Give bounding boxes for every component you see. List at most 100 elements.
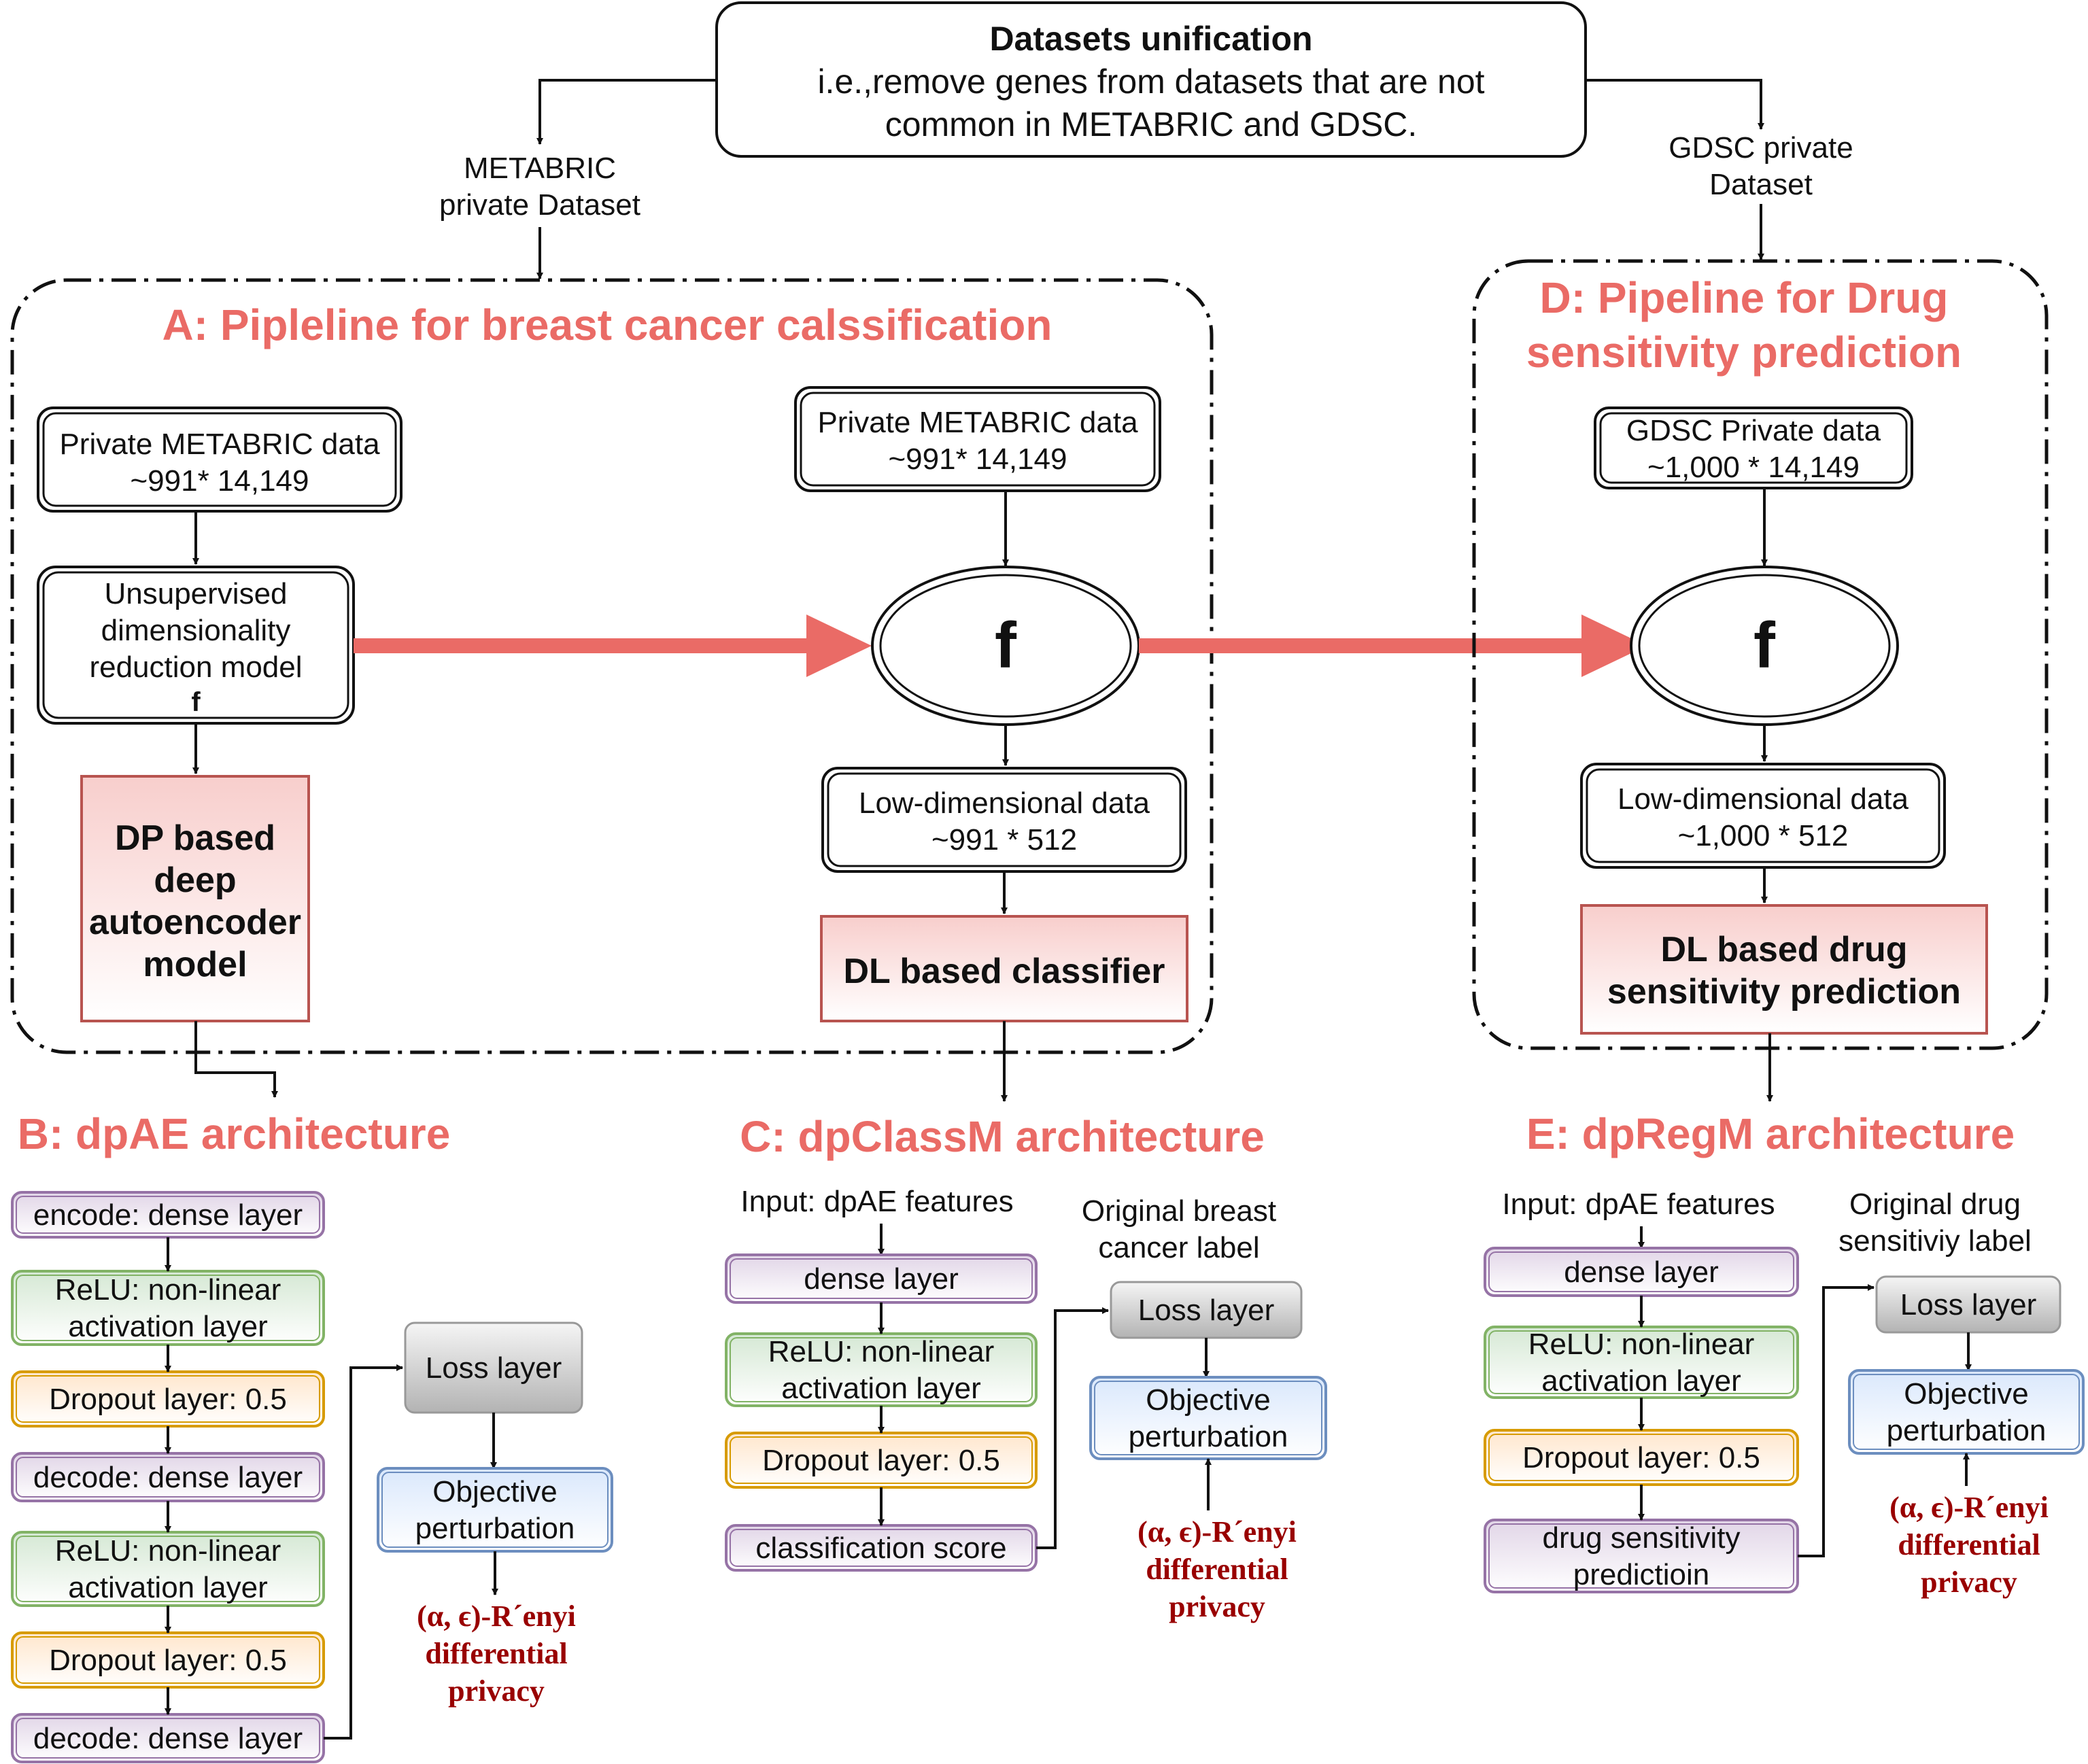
red-arrowhead-1 (806, 615, 872, 677)
unsupervised-model-inner (42, 571, 349, 719)
gdsc-private-data-inner (1599, 412, 1908, 484)
dl-drug-sensitivity-box (1580, 904, 1988, 1035)
gdsc-dataset-label-1: GDSC private (1668, 131, 1853, 165)
panel-c-title: C: dpClassM architecture (740, 1112, 1265, 1161)
gdsc-data-line1: GDSC Private data (1626, 414, 1881, 447)
layer-inner-1 (1488, 1330, 1794, 1394)
dpregm-label-1: Original drug (1849, 1188, 2021, 1221)
low-dim-data-d-inner (1586, 768, 1940, 863)
low-dim-d-line2: ~1,000 * 512 (1678, 819, 1849, 852)
objective-label-2: perturbation (1129, 1420, 1288, 1453)
dp-line4: model (143, 945, 247, 984)
layer-inner-3 (730, 1529, 1033, 1567)
private-metabric-data-left (37, 407, 403, 513)
loss-layer-label: Loss layer (1138, 1294, 1275, 1327)
private-metabric-right-line1: Private METABRIC data (817, 406, 1138, 439)
dpclassm-architecture: Input: dpAE features Original breastcance… (725, 1185, 1327, 1623)
layer-inner-3 (16, 1457, 320, 1498)
f-function-ellipse-d-inner (1638, 574, 1891, 718)
layer-label-1-0: ReLU: non-linear (1528, 1328, 1755, 1361)
panel-a-title: A: Pipleline for breast cancer calssific… (162, 300, 1052, 349)
private-metabric-data-right (794, 386, 1161, 492)
privacy-label-2: differential (1146, 1553, 1288, 1586)
dataset-unification-line1: i.e.,remove genes from datasets that are… (817, 63, 1484, 101)
layer-label-0-0: dense layer (1564, 1256, 1718, 1289)
layer-label-5-0: Dropout layer: 0.5 (49, 1644, 287, 1677)
objective-label-1: Objective (1146, 1383, 1270, 1417)
low-dim-a-line1: Low-dimensional data (859, 786, 1150, 820)
dpclassm-label-1: Original breast (1082, 1194, 1276, 1228)
layer-label-1-1: activation layer (1541, 1364, 1741, 1398)
layer-inner-5 (16, 1636, 320, 1684)
layer-label-0-0: encode: dense layer (33, 1198, 303, 1232)
layer-label-1-1: activation layer (68, 1310, 267, 1343)
privacy-label-1: (α, ϵ)-R´enyi (1889, 1491, 2049, 1524)
dpregm-input-label: Input: dpAE features (1502, 1188, 1775, 1221)
layer-inner-0 (730, 1258, 1033, 1299)
dpclassm-input-label: Input: dpAE features (740, 1185, 1013, 1218)
privacy-label-3: privacy (448, 1674, 545, 1708)
drug-line1: DL based drug (1660, 930, 1907, 969)
red-arrowhead-2 (1581, 615, 1647, 677)
arrow-decoder-to-loss (324, 1364, 403, 1740)
layer-inner-6 (16, 1718, 320, 1759)
privacy-label-1: (α, ϵ)-R´enyi (1137, 1515, 1297, 1549)
dp-line1: DP based (115, 818, 275, 858)
panel-d-frame (1472, 259, 2049, 1050)
objective-label-2: perturbation (415, 1512, 575, 1545)
f-function-ellipse-a-inner (879, 574, 1132, 718)
layer-inner-2 (16, 1375, 320, 1423)
dpregm-label-2: sensitiviy label (1838, 1224, 2032, 1258)
objective-label-1: Objective (1904, 1377, 2028, 1411)
privacy-label-3: privacy (1169, 1590, 1265, 1623)
arrow-unification-to-metabric-label (536, 79, 717, 145)
dl-classifier-box (820, 915, 1188, 1022)
layer-label-2-0: Dropout layer: 0.5 (1522, 1441, 1760, 1474)
loss-layer-label: Loss layer (1900, 1288, 2037, 1321)
layer-inner-2 (1488, 1434, 1794, 1481)
dp-autoencoder-box (80, 775, 310, 1022)
drug-line2: sensitivity prediction (1607, 972, 1961, 1011)
layer-label-3-0: decode: dense layer (33, 1461, 303, 1494)
panel-e-title: E: dpRegM architecture (1526, 1109, 2015, 1158)
layer-label-4-1: activation layer (68, 1571, 267, 1604)
layer-inner-1 (16, 1275, 320, 1341)
privacy-label-2: differential (425, 1637, 567, 1670)
dpclassm-label-2: cancer label (1098, 1231, 1259, 1264)
layer-label-1-0: ReLU: non-linear (55, 1273, 281, 1307)
layer-inner-3 (1488, 1523, 1794, 1589)
layer-label-2-0: Dropout layer: 0.5 (762, 1444, 1000, 1477)
layer-label-3-0: drug sensitivity (1542, 1521, 1740, 1555)
layer-inner-2 (730, 1436, 1033, 1484)
layer-inner-0 (1488, 1251, 1794, 1292)
privacy-label-2: differential (1898, 1528, 2040, 1561)
unsupervised-line2: dimensionality (101, 614, 291, 647)
layer-label-4-0: ReLU: non-linear (55, 1534, 281, 1568)
dataset-unification-title: Datasets unification (989, 20, 1312, 58)
private-metabric-left-line2: ~991* 14,149 (130, 464, 309, 498)
arrow-score-to-loss (1036, 1307, 1109, 1549)
objective-label-1: Objective (432, 1475, 557, 1508)
privacy-label-3: privacy (1921, 1566, 2017, 1599)
panel-d-title-line2: sensitivity prediction (1526, 328, 1962, 377)
private-metabric-data-right-inner (800, 392, 1156, 487)
layer-label-1-1: activation layer (781, 1372, 980, 1405)
objective-perturbation-inner (1094, 1381, 1322, 1455)
layer-label-2-0: Dropout layer: 0.5 (49, 1383, 287, 1416)
layer-label-3-0: classification score (755, 1532, 1006, 1565)
metabric-dataset-label-2: private Dataset (439, 188, 640, 222)
gdsc-dataset-label-2: Dataset (1709, 168, 1813, 201)
layer-inner-1 (730, 1337, 1033, 1402)
unsupervised-line4: f (191, 687, 201, 717)
dp-line2: deep (154, 861, 236, 900)
low-dim-a-line2: ~991 * 512 (931, 823, 1077, 857)
arrow-unification-to-gdsc-label (1586, 79, 1764, 130)
layer-label-0-0: dense layer (804, 1262, 958, 1296)
private-metabric-right-line2: ~991* 14,149 (888, 443, 1067, 476)
objective-label-2: perturbation (1887, 1414, 2047, 1447)
layer-inner-4 (16, 1536, 320, 1602)
objective-perturbation-inner (381, 1472, 609, 1548)
loss-layer-label: Loss layer (426, 1351, 562, 1385)
